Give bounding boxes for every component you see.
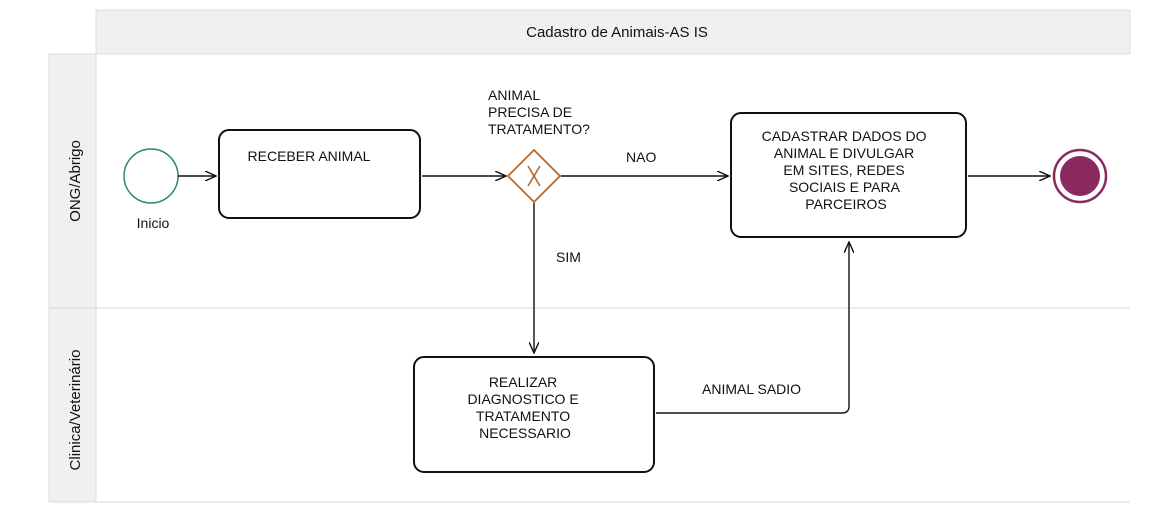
start-event-label: Inicio — [137, 215, 170, 231]
task-cadastrar-line: ANIMAL E DIVULGAR — [774, 145, 914, 161]
task-realizar[interactable] — [413, 356, 655, 473]
lane-label-column — [48, 53, 97, 503]
pool-header — [95, 9, 1131, 55]
lane-label-ong[interactable]: ONG/Abrigo — [67, 140, 84, 222]
task-receber-text: RECEBER ANIMAL — [248, 148, 371, 164]
task-realizar-line: DIAGNOSTICO E — [467, 391, 578, 407]
flow-animal-sadio[interactable] — [656, 242, 849, 414]
task-cadastrar-line: SOCIAIS E PARA — [789, 179, 901, 195]
task-cadastrar-line: CADASTRAR DADOS DO — [762, 128, 927, 144]
task-realizar-line: NECESSARIO — [479, 425, 571, 441]
gateway-question-line: ANIMAL — [488, 87, 540, 103]
gateway-question: ANIMAL PRECISA DE TRATAMENTO? — [488, 87, 590, 137]
flow-nao-label: NAO — [626, 149, 656, 165]
gateway-question-line: PRECISA DE — [488, 104, 572, 120]
lane-label-clinica[interactable]: Clinica/Veterinário — [67, 350, 84, 471]
flow-sim-label: SIM — [556, 249, 581, 265]
task-realizar-line: REALIZAR — [489, 374, 557, 390]
pool-title: Cadastro de Animais-AS IS — [526, 24, 708, 41]
task-receber-line: RECEBER ANIMAL — [248, 148, 371, 164]
task-realizar-text: REALIZAR DIAGNOSTICO E TRATAMENTO NECESS… — [467, 374, 582, 441]
task-cadastrar[interactable] — [730, 112, 967, 238]
gateway-question-line: TRATAMENTO? — [488, 121, 590, 137]
gateway-x-icon — [527, 165, 541, 187]
task-realizar-line: TRATAMENTO — [476, 408, 570, 424]
flow-sadio-label: ANIMAL SADIO — [702, 381, 801, 397]
start-event[interactable] — [123, 148, 179, 204]
task-cadastrar-line: PARCEIROS — [805, 196, 886, 212]
task-cadastrar-text: CADASTRAR DADOS DO ANIMAL E DIVULGAR EM … — [762, 128, 931, 212]
task-receber-animal[interactable] — [218, 129, 421, 219]
task-cadastrar-line: EM SITES, REDES — [783, 162, 904, 178]
end-event-inner — [1060, 156, 1100, 196]
